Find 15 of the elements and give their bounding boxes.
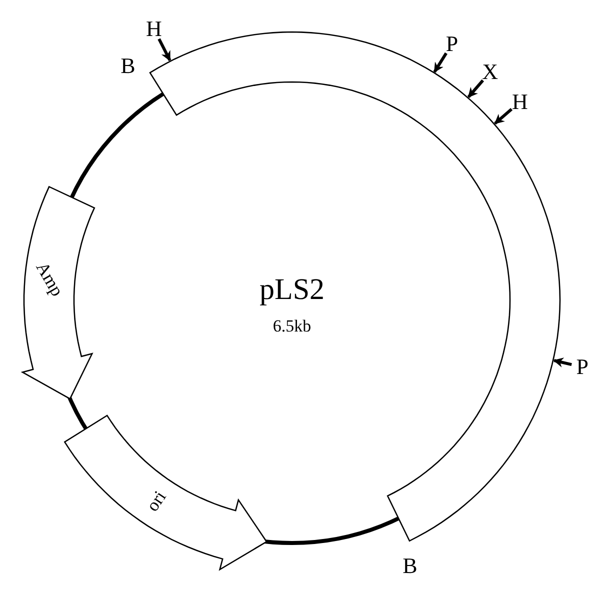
restriction-site-label: P [446,32,458,55]
plasmid-size: 6.5kb [272,318,312,334]
site-arrow [494,108,513,125]
gene-label: ori [143,488,170,515]
site-label: B [402,555,418,577]
site-arrow [158,38,172,62]
restriction-site-label: H [146,18,162,40]
site-arrow [433,52,448,73]
site-arrow [553,358,572,368]
restriction-site-label: X [482,61,498,84]
site-arrow [467,79,484,98]
plasmid-name: pLS2 [260,275,324,305]
restriction-site-label: H [512,90,528,113]
restriction-site-label: P [576,356,588,378]
site-label: B [120,55,136,77]
